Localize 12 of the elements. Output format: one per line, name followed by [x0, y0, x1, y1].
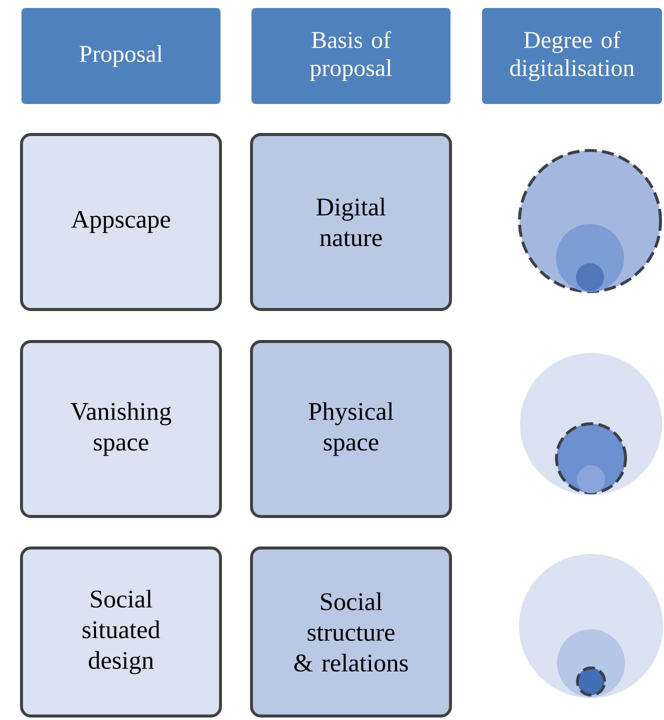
circle — [576, 263, 604, 292]
header-box: Proposal — [22, 8, 220, 104]
basis-box: Digital nature — [250, 133, 452, 311]
proposal-box: Social situated design — [20, 546, 222, 718]
proposal-box: Vanishing space — [20, 340, 222, 518]
circle — [577, 465, 605, 494]
header-box: Basis of proposal — [252, 8, 450, 104]
basis-box: Physical space — [250, 340, 452, 518]
header-box: Degree of digitalisation — [482, 8, 662, 104]
proposal-box: Appscape — [20, 133, 222, 311]
dashed-circle — [576, 666, 606, 697]
basis-box: Social structure & relations — [250, 546, 452, 718]
